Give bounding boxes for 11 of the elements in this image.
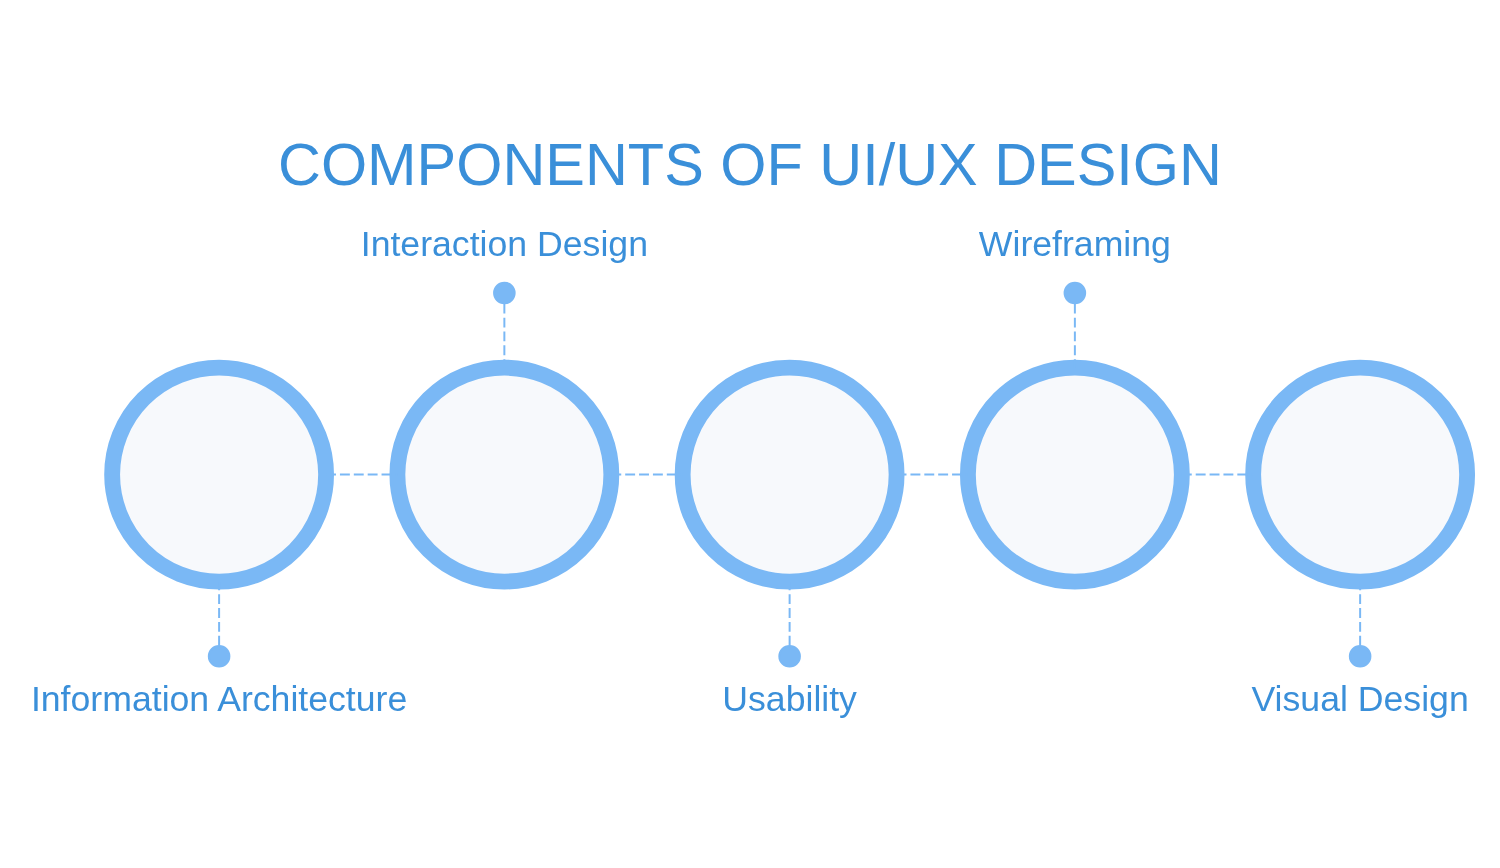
node-circle <box>1245 359 1476 590</box>
node-text: Interaction Design <box>360 223 648 264</box>
node-text: Visual Design <box>1251 679 1469 720</box>
node-text: Information Architecture <box>30 679 408 720</box>
node-circle <box>674 359 905 590</box>
node-text: Usability <box>722 679 857 720</box>
node-circle <box>389 359 620 590</box>
diagram-title: COMPONENTS OF UI/UX DESIGN <box>278 131 1222 199</box>
node-circle <box>104 359 334 590</box>
node-circle <box>959 359 1190 590</box>
node-text: Wireframing <box>978 223 1171 264</box>
